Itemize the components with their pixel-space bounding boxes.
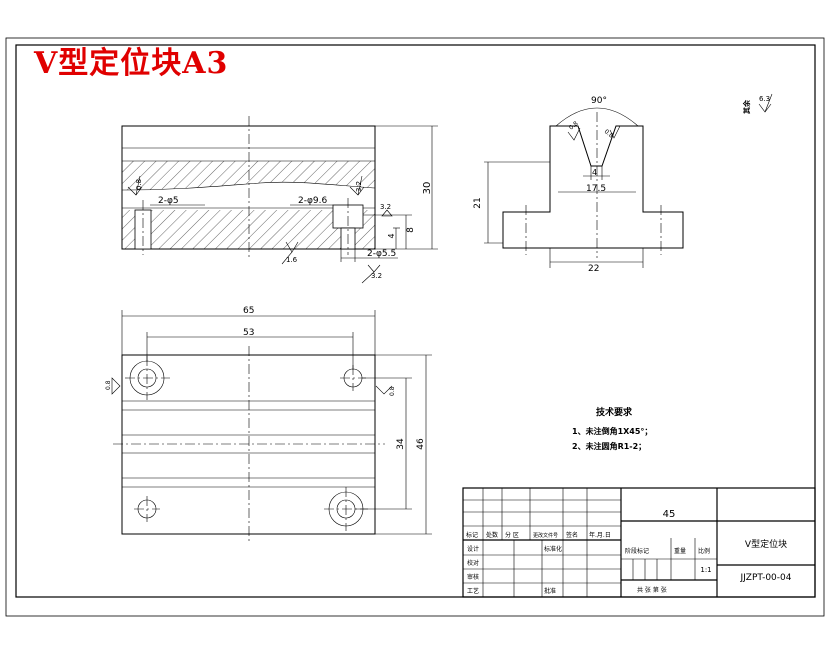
tb-approve: 批准 — [544, 587, 556, 595]
dim-2-phi9-6: 2-φ9.6 — [298, 196, 327, 206]
top-view: 65 53 34 46 0.8 0.8 — [105, 306, 432, 542]
roughness-0-8-front: 0.8 — [135, 179, 143, 190]
tb-design: 设计 — [467, 545, 479, 553]
dim-30: 30 — [422, 182, 433, 195]
dim-90-deg: 90° — [591, 96, 607, 106]
dim-21: 21 — [473, 197, 483, 208]
scale-text: 1:1 — [700, 566, 711, 574]
side-view: 90° 4 17.5 21 22 0.8 0.8 — [473, 96, 684, 274]
tb-change-doc: 更改文件号 — [533, 532, 558, 539]
inner-frame — [15, 44, 816, 598]
tb-standardize: 标准化 — [544, 545, 562, 553]
dim-22: 22 — [588, 264, 599, 274]
tb-weight: 重量 — [674, 547, 686, 555]
tb-mark: 标记 — [466, 531, 478, 539]
tb-check: 审核 — [467, 573, 479, 581]
tb-scale-label: 比例 — [698, 547, 710, 555]
dim-8: 8 — [406, 227, 416, 233]
tb-stage-mark: 阶段标记 — [625, 547, 649, 555]
tb-process: 工艺 — [467, 587, 479, 595]
roughness-1-6: 1.6 — [286, 256, 298, 264]
drawing-number-text: JJZPT-00-04 — [740, 573, 792, 583]
dim-2-phi5-5: 2-φ5.5 — [367, 249, 396, 259]
rest-label: 其余 — [742, 99, 751, 114]
title-block: 45 V型定位块 JJZPT-00-04 1:1 标记 处数 分 区 更改文件号… — [462, 487, 816, 598]
tb-audit: 校对 — [467, 559, 479, 567]
part-name-text: V型定位块 — [745, 538, 787, 550]
roughness-6-3: 6.3 — [759, 95, 770, 103]
dim-53: 53 — [243, 328, 254, 338]
note-item: 2、未注圆角R1-2； — [572, 442, 647, 451]
technical-requirements: 技术要求 1、未注倒角1X45°； 2、未注圆角R1-2； — [568, 405, 652, 454]
note-item: 1、未注倒角1X45°； — [572, 427, 653, 436]
tb-signature: 签名 — [566, 531, 578, 539]
dim-34: 34 — [396, 438, 406, 450]
tb-date: 年.月.日 — [589, 531, 611, 539]
dim-4-side: 4 — [592, 168, 597, 177]
outer-frame — [5, 37, 825, 617]
roughness-3-2-front: 3.2 — [355, 181, 363, 192]
front-section-view: 30 8 4 2-φ5 2-φ9.6 2-φ5.5 0.8 3.2 3.2 1.… — [121, 116, 438, 284]
tb-sheets: 共 张 第 张 — [637, 586, 667, 594]
material-text: 45 — [663, 509, 676, 520]
dim-4-front: 4 — [387, 233, 396, 238]
dim-65: 65 — [243, 306, 254, 316]
roughness-0-8-v-left: 0.8 — [568, 120, 580, 132]
roughness-0-8-v-right: 0.8 — [603, 128, 615, 140]
tb-count: 处数 — [486, 531, 498, 539]
roughness-0-8-top-left: 0.8 — [105, 380, 112, 390]
dim-2-phi5: 2-φ5 — [158, 196, 179, 206]
drawing-title: V型定位块A3 — [34, 46, 229, 81]
dim-17-5: 17.5 — [586, 184, 606, 194]
roughness-3-2-step: 3.2 — [380, 203, 391, 211]
roughness-3-2-bottom: 3.2 — [371, 272, 382, 280]
dim-46: 46 — [416, 438, 426, 450]
roughness-0-8-top-right: 0.8 — [389, 386, 396, 396]
tb-zone: 分 区 — [505, 531, 519, 539]
notes-title: 技术要求 — [596, 408, 633, 418]
general-roughness: 其余 6.3 — [742, 93, 773, 114]
